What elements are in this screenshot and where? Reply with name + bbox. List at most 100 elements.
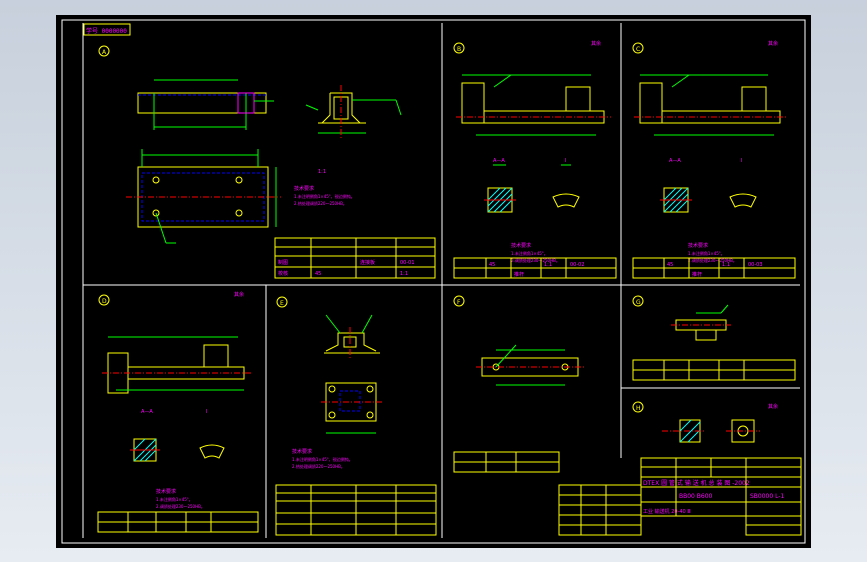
panel-g: G — [632, 295, 796, 381]
drawing-stroke — [558, 484, 642, 536]
drawing-stroke — [305, 104, 319, 111]
cad-viewport[interactable]: 学号 0000000 A 1:1 — [56, 15, 811, 548]
drawing-text: 00-01 — [400, 260, 415, 266]
drawing-text: 45 — [667, 262, 673, 268]
drawing-stroke — [499, 199, 513, 213]
drawing-text: 1.未注明倒角1×45°，锐边倒钝。 — [294, 193, 355, 199]
drawing-stroke — [328, 411, 336, 419]
panel-h: H 其余 — [632, 401, 778, 443]
drawing-stroke — [339, 390, 361, 412]
drawing-stroke — [679, 421, 701, 443]
drawing-stroke — [144, 449, 157, 462]
panel-c: C 其余 A—A I 技术要求 1.未注倒角1×45°。 2.调质处理230～2… — [632, 40, 796, 279]
drawing-stroke — [487, 187, 507, 207]
drawing-stroke — [632, 401, 644, 413]
drawing-stroke — [98, 45, 110, 57]
drawing-stroke — [155, 212, 167, 244]
drawing-stroke — [671, 74, 711, 88]
drawing-text: 其余 — [591, 40, 601, 47]
drawing-text: 制图 — [278, 259, 288, 266]
drawing-sheet: 学号 0000000 A 1:1 — [61, 19, 806, 544]
drawing-stroke — [720, 304, 729, 314]
drawing-text: 45 — [315, 271, 321, 277]
drawing-stroke — [98, 294, 110, 306]
drawing-stroke — [729, 193, 757, 208]
drawing-text: A—A — [493, 158, 505, 164]
drawing-text: A—A — [141, 409, 153, 415]
drawing-text: 1:1 — [400, 271, 408, 277]
drawing-text: BB00 B600 — [679, 493, 713, 500]
sheet-border — [61, 19, 806, 544]
drawing-text: SB0000 L-1 — [750, 493, 785, 500]
drawing-stroke — [675, 199, 689, 213]
drawing-text: D — [102, 298, 107, 305]
panel-b: B 其余 A—A I 技术要求 1.未注倒角1×45°。 2.调质处理230～2… — [453, 40, 617, 279]
drawing-stroke — [325, 332, 377, 352]
drawing-text: 技术要求 — [292, 448, 312, 455]
drawing-text: 1:1 — [318, 169, 326, 175]
drawing-stroke — [679, 419, 692, 432]
drawing-stroke — [552, 193, 580, 208]
drawing-text: 技术要求 — [511, 242, 531, 249]
drawing-stroke — [137, 92, 267, 114]
drawing-stroke — [493, 193, 513, 213]
drawing-text: 校核 — [278, 270, 288, 277]
drawing-text: 00-03 — [748, 262, 763, 268]
drawing-stroke — [663, 187, 677, 201]
drawing-stroke — [361, 314, 373, 334]
drawing-text: 45 — [489, 262, 495, 268]
drawing-stroke — [83, 23, 131, 36]
drawing-stroke — [203, 344, 229, 368]
drawing-stroke — [133, 438, 146, 451]
drawing-stroke — [493, 74, 536, 88]
drawing-text: 其余 — [234, 291, 244, 298]
main-title-text: DTEX 圆 管 式 输 送 机 总 装 图 -2002 — [643, 479, 750, 487]
drawing-text: 1.未注倒角1×45°。 — [688, 250, 725, 256]
title-block-2: 推杆 00-02 45 1:1 — [453, 257, 617, 279]
sheet-label: 学号 0000000 — [86, 27, 127, 35]
drawing-text: F — [457, 299, 461, 306]
drawing-stroke — [366, 385, 374, 393]
drawing-text: 其余 — [768, 403, 778, 410]
drawing-stroke — [395, 99, 402, 116]
drawing-text: I — [741, 158, 742, 164]
drawing-stroke — [639, 82, 663, 124]
drawing-text: 推杆 — [514, 271, 524, 278]
drawing-text: 技术要求 — [156, 488, 176, 495]
drawing-text: B — [457, 46, 461, 53]
drawing-stroke — [632, 295, 644, 307]
drawing-stroke — [453, 42, 465, 54]
drawing-stroke — [663, 187, 683, 207]
drawing-stroke — [695, 329, 717, 341]
drawing-text: 技术要求 — [688, 242, 708, 249]
drawing-text: 推杆 — [692, 271, 702, 278]
drawing-text: 2.热处理调质220～250HB。 — [294, 200, 347, 206]
drawing-text: 1:1 — [544, 262, 552, 268]
drawing-text: 连接板 — [360, 259, 375, 266]
drawing-stroke — [152, 176, 160, 184]
panel-a: A 1:1 技术要求 1.未注明倒角1×45°，锐边倒钝 — [98, 45, 436, 279]
drawing-stroke — [632, 42, 644, 54]
drawing-text: 2.热处理调质220～250HB。 — [292, 463, 345, 469]
drawing-stroke — [328, 385, 336, 393]
drawing-text: G — [636, 299, 641, 306]
panel-e: E 技术要求 1.未注明倒角1×45°，锐边倒钝。 2.热处理调质220～250… — [275, 296, 437, 536]
drawing-stroke — [453, 295, 465, 307]
drawing-stroke — [741, 86, 767, 112]
drawing-stroke — [687, 429, 701, 443]
drawing-text: 其余 — [768, 40, 778, 47]
drawing-text: C — [636, 46, 640, 53]
drawing-text: A — [102, 49, 107, 56]
drawing-stroke — [495, 344, 517, 368]
panel-d: D 其余 A—A I 技术要求 1.未注倒角1×45°。 2.调质处理230～2… — [97, 291, 259, 533]
drawing-text: 00-02 — [570, 262, 585, 268]
drawing-text: 2.调质处理230～250HB。 — [511, 257, 560, 263]
drawing-stroke — [235, 176, 243, 184]
main-title-block: DTEX 圆 管 式 输 送 机 总 装 图 -2002 BB00 B600 S… — [453, 451, 802, 536]
drawing-stroke — [366, 411, 374, 419]
drawing-text: 工业 输送机 20-40 Ⅲ — [643, 508, 691, 515]
title-block-1: 连接板 00-01 45 1:1 制图 校核 — [274, 237, 436, 279]
drawing-text: H — [636, 405, 641, 412]
drawing-text: I — [206, 409, 207, 415]
drawing-text: 1.未注倒角1×45°。 — [156, 496, 193, 502]
